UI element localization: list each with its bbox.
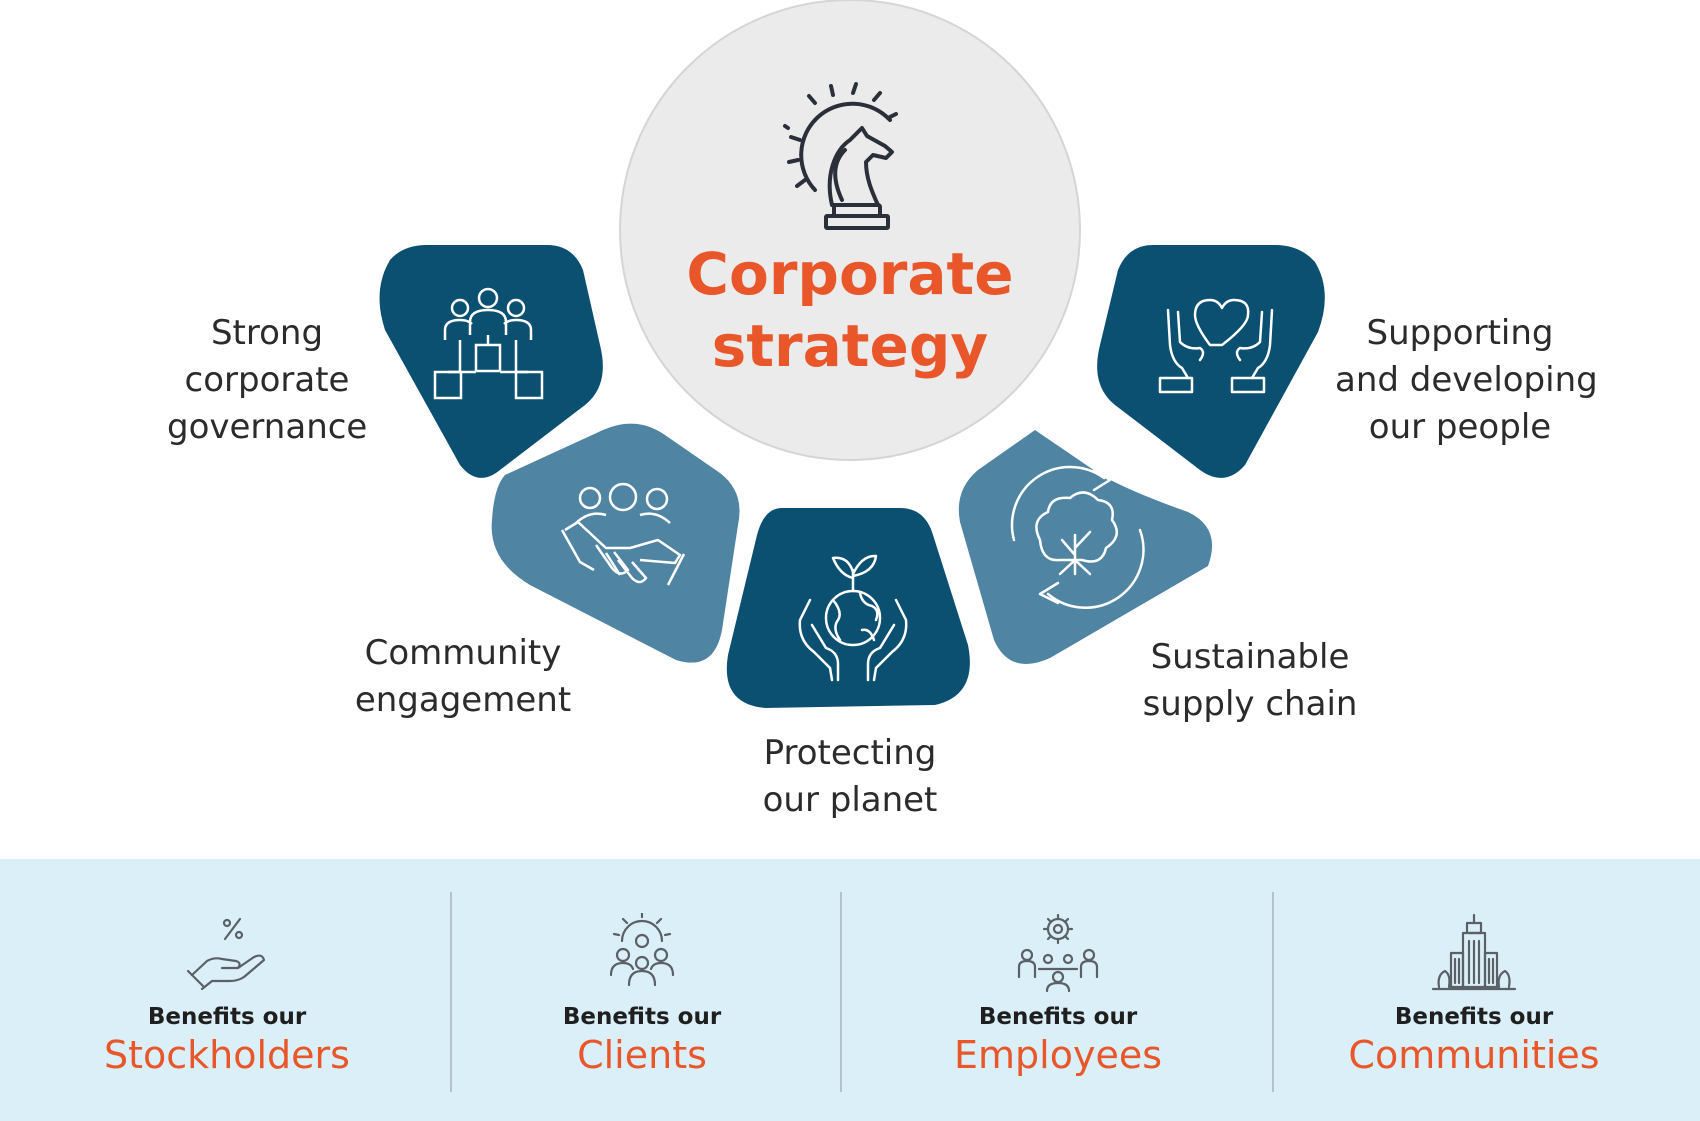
people-gear-icon (609, 913, 675, 987)
pillar-blob-community (491, 423, 740, 663)
pillar-label-line: corporate (184, 360, 350, 400)
pillar-label-line: Community (364, 633, 562, 673)
chess-knight-gear-icon (783, 82, 898, 230)
pillar-label-line: supply chain (1142, 684, 1358, 724)
city-buildings-icon (1431, 913, 1517, 991)
benefit-prefix: Benefits our (147, 1004, 307, 1030)
benefits-band: Benefits our Stockholders Benefits our C… (0, 859, 1700, 1121)
tree-cycle-arrows-icon (1010, 465, 1145, 609)
benefit-name: Clients (577, 1033, 707, 1077)
benefit-name: Stockholders (104, 1033, 350, 1077)
pillar-label-planet: Protecting our planet (740, 730, 960, 824)
divider (1272, 892, 1274, 1092)
benefit-prefix: Benefits our (978, 1004, 1138, 1030)
hands-globe-sprout-icon (798, 554, 908, 682)
divider (450, 892, 452, 1092)
benefit-stockholders: Benefits our Stockholders (67, 859, 387, 1121)
pillar-blob-planet (726, 508, 970, 708)
center-title-line1: Corporate (686, 240, 1014, 308)
pillar-blob-supply-chain (958, 430, 1213, 664)
handshake-people-icon (560, 482, 686, 586)
pillar-label-line: Strong (210, 313, 324, 353)
benefit-name: Employees (954, 1033, 1162, 1077)
pillar-blob-governance (379, 245, 603, 478)
team-meeting-gear-icon (1017, 913, 1099, 993)
benefit-name: Communities (1348, 1033, 1600, 1077)
benefit-prefix: Benefits our (562, 1004, 722, 1030)
pillar-label-line: Supporting (1366, 313, 1554, 353)
pillar-label-line: engagement (354, 680, 572, 720)
benefit-prefix: Benefits our (1394, 1004, 1554, 1030)
center-title-line2: strategy (711, 312, 989, 380)
benefit-communities: Benefits our Communities (1314, 859, 1634, 1121)
divider (840, 892, 842, 1092)
pillar-label-line: our people (1368, 407, 1552, 447)
strategy-diagram (379, 0, 1325, 708)
hand-percent-icon (186, 917, 266, 991)
pillar-blob-people (1097, 245, 1325, 478)
center-title: Corporate strategy (620, 238, 1080, 382)
pillar-label-line: governance (167, 407, 368, 447)
pillar-label-supply-chain: Sustainable supply chain (1140, 634, 1360, 728)
pillar-label-line: Protecting (763, 733, 937, 773)
pillar-label-line: Sustainable (1150, 637, 1350, 677)
pillar-label-line: and developing (1335, 360, 1598, 400)
benefit-employees: Benefits our Employees (898, 859, 1218, 1121)
pillar-label-governance: Strong corporate governance (167, 310, 367, 451)
hands-heart-icon (1158, 298, 1274, 394)
org-chart-people-icon (433, 287, 544, 400)
pillar-label-community: Community engagement (353, 630, 573, 724)
pillar-label-people: Supporting and developing our people (1335, 310, 1598, 451)
benefit-clients: Benefits our Clients (482, 859, 802, 1121)
pillar-label-line: our planet (762, 780, 938, 820)
